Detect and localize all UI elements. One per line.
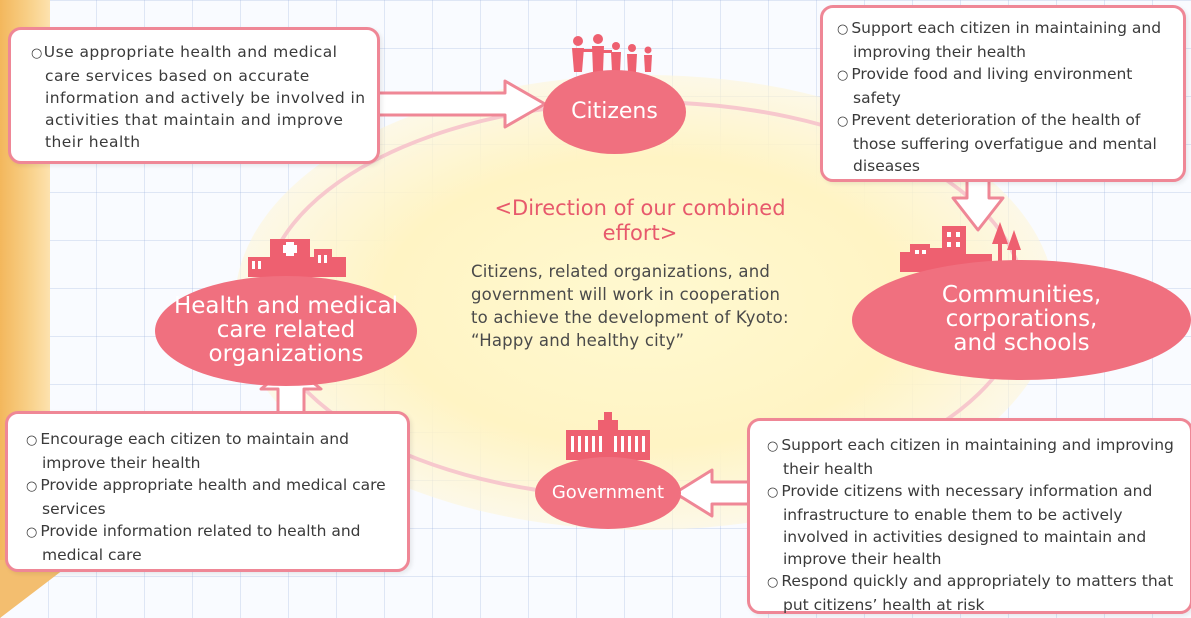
communities-role-box: Support each citizen in maintaining and … — [820, 5, 1186, 182]
government-building-icon — [566, 412, 650, 460]
health-role-item: Encourage each citizen to maintain and i… — [26, 428, 399, 474]
health-role-item: Provide information related to health an… — [26, 520, 399, 566]
arrow-to-citizens — [375, 79, 547, 129]
government-node: Government — [535, 457, 681, 529]
communities-node-label: Communities, corporations, and schools — [941, 282, 1102, 356]
health-organizations-node-label: Health and medical care related organiza… — [173, 293, 399, 367]
arrow-to-government — [673, 468, 752, 518]
government-role-item: Support each citizen in maintaining and … — [767, 434, 1184, 480]
citizens-node-label: Citizens — [571, 98, 658, 124]
health-role-box: Encourage each citizen to maintain and i… — [5, 411, 410, 572]
people-group-icon — [572, 34, 652, 72]
communities-role-item: Prevent deterioration of the health of t… — [837, 109, 1175, 177]
citizens-role-box: Use appropriate health and medical care … — [8, 27, 380, 164]
government-node-label: Government — [551, 481, 665, 503]
center-title: <Direction of our combined effort> — [494, 196, 786, 245]
citizens-node: Citizens — [543, 70, 686, 154]
communities-node: Communities, corporations, and schools — [852, 260, 1191, 380]
government-role-item: Provide citizens with necessary informat… — [767, 480, 1184, 570]
center-description: Citizens, related organizations, and gov… — [471, 262, 789, 350]
communities-role-item: Support each citizen in maintaining and … — [837, 17, 1175, 63]
citizens-role-text: Use appropriate health and medical care … — [31, 41, 367, 153]
hospital-icon — [248, 239, 346, 277]
government-role-box: Support each citizen in maintaining and … — [747, 418, 1191, 614]
government-role-item: Respond quickly and appropriately to mat… — [767, 570, 1184, 616]
communities-role-item: Provide food and living environment safe… — [837, 63, 1175, 109]
health-organizations-node: Health and medical care related organiza… — [155, 276, 417, 386]
health-role-item: Provide appropriate health and medical c… — [26, 474, 399, 520]
